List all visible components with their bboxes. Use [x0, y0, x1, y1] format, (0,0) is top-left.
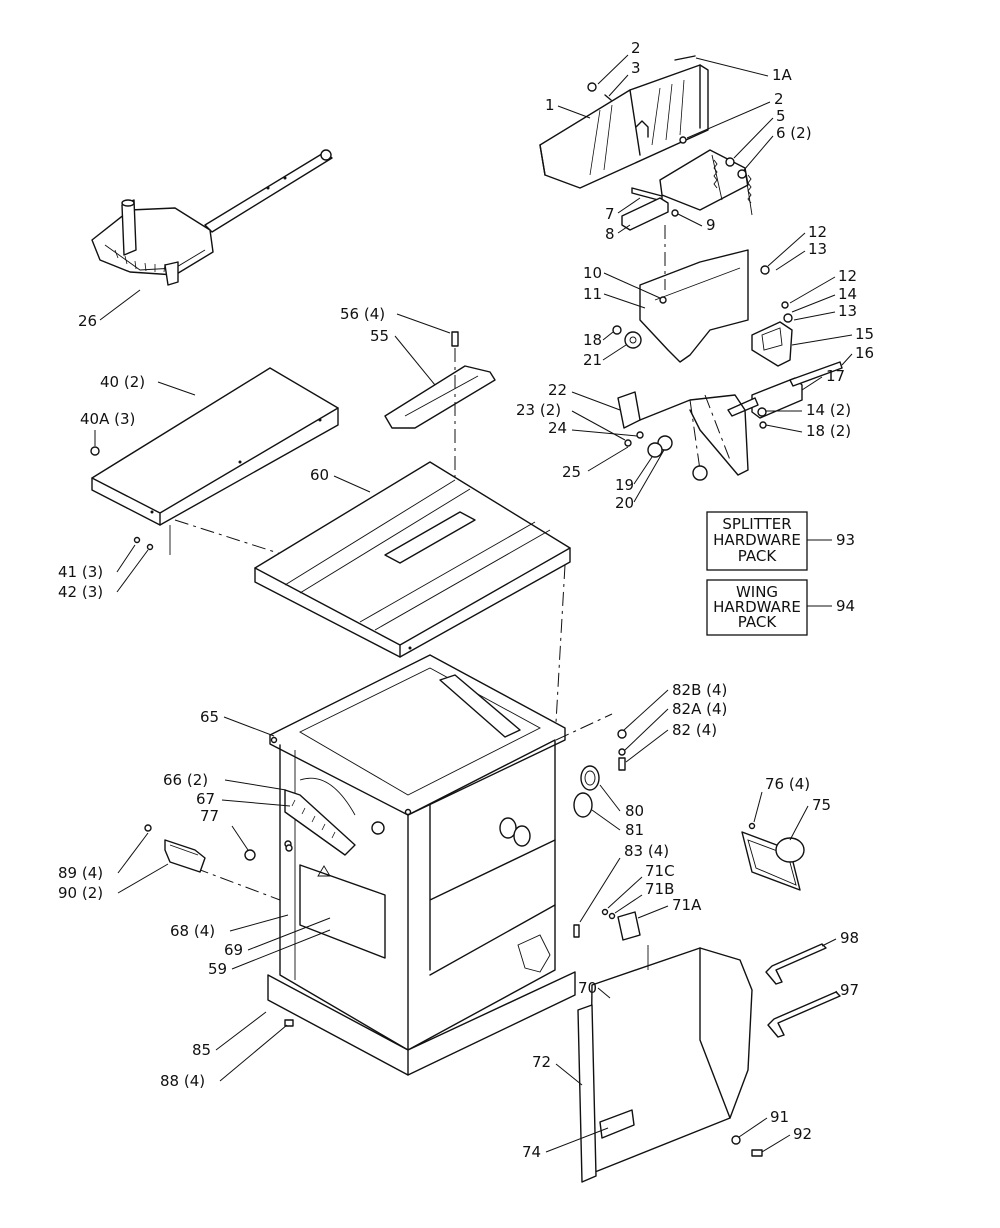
callout-12a: 12: [808, 223, 827, 241]
callouts: 2 3 1A 1 2 5 6 (2) 7 8 9 10 11 12 13 12 …: [58, 39, 874, 1161]
callout-71C: 71C: [645, 862, 675, 880]
callout-80: 80: [625, 802, 644, 820]
callout-90: 90 (2): [58, 884, 103, 902]
callout-7: 7: [605, 205, 615, 223]
callout-71A: 71A: [672, 896, 702, 914]
callout-13b: 13: [838, 302, 857, 320]
splitter-pack-number: 93: [836, 531, 855, 549]
cabinet-drawing: [194, 654, 613, 1076]
callout-25: 25: [562, 463, 581, 481]
wing-pack-line-1: WING: [736, 583, 778, 601]
callout-6: 6 (2): [776, 124, 812, 142]
callout-17: 17: [826, 367, 845, 385]
callout-81: 81: [625, 821, 644, 839]
callout-18a: 18: [583, 331, 602, 349]
callout-13a: 13: [808, 240, 827, 258]
callout-9: 9: [706, 216, 716, 234]
splitter-pack-line-3: PACK: [738, 547, 778, 565]
callout-24: 24: [548, 419, 567, 437]
splitter-pack-line-2: HARDWARE: [713, 531, 801, 549]
splitter-hardware-pack: SPLITTER HARDWARE PACK 93: [706, 511, 855, 571]
callout-1A: 1A: [772, 66, 793, 84]
splitter-pack-line-1: SPLITTER: [722, 515, 791, 533]
callout-82B: 82B (4): [672, 681, 727, 699]
callout-97: 97: [840, 981, 859, 999]
callout-60: 60: [310, 466, 329, 484]
callout-15: 15: [855, 325, 874, 343]
callout-91: 91: [770, 1108, 789, 1126]
callout-66: 66 (2): [163, 771, 208, 789]
blade-guard-drawing: [539, 55, 843, 481]
callout-40A: 40A (3): [80, 410, 135, 428]
callout-55: 55: [370, 327, 389, 345]
callout-69: 69: [224, 941, 243, 959]
callout-75: 75: [812, 796, 831, 814]
callout-68: 68 (4): [170, 922, 215, 940]
callout-11: 11: [583, 285, 602, 303]
dust-port-drawing: [741, 822, 805, 891]
callout-56: 56 (4): [340, 305, 385, 323]
callout-83: 83 (4): [624, 842, 669, 860]
callout-14b: 14 (2): [806, 401, 851, 419]
callout-98: 98: [840, 929, 859, 947]
callout-76: 76 (4): [765, 775, 810, 793]
callout-71B: 71B: [645, 880, 674, 898]
callout-72: 72: [532, 1053, 551, 1071]
wing-pack-line-2: HARDWARE: [713, 598, 801, 616]
callout-19: 19: [615, 476, 634, 494]
callout-59: 59: [208, 960, 227, 978]
callout-2: 2: [631, 39, 641, 57]
callout-23: 23 (2): [516, 401, 561, 419]
callout-70: 70: [578, 979, 597, 997]
callout-77: 77: [200, 807, 219, 825]
callout-3: 3: [631, 59, 641, 77]
hex-wrench-drawing: [765, 943, 841, 1038]
callout-82: 82 (4): [672, 721, 717, 739]
callout-26: 26: [78, 312, 97, 330]
callout-12b: 12: [838, 267, 857, 285]
wing-pack-number: 94: [836, 597, 855, 615]
callout-1: 1: [545, 96, 555, 114]
callout-20: 20: [615, 494, 634, 512]
miter-gauge-drawing: [91, 149, 333, 286]
callout-41: 41 (3): [58, 563, 103, 581]
callout-74: 74: [522, 1143, 541, 1161]
callout-89: 89 (4): [58, 864, 103, 882]
callout-18b: 18 (2): [806, 422, 851, 440]
callout-5: 5: [776, 107, 786, 125]
callout-40: 40 (2): [100, 373, 145, 391]
callout-42: 42 (3): [58, 583, 103, 601]
callout-22: 22: [548, 381, 567, 399]
callout-85: 85: [192, 1041, 211, 1059]
callout-65: 65: [200, 708, 219, 726]
callout-16: 16: [855, 344, 874, 362]
extension-wing-drawing: [90, 367, 339, 561]
callout-92: 92: [793, 1125, 812, 1143]
wing-pack-line-3: PACK: [738, 613, 778, 631]
cabinet-hardware-drawing: [517, 729, 627, 973]
motor-cover-drawing: [577, 908, 763, 1183]
callout-21: 21: [583, 351, 602, 369]
cord-wrap-drawing: [144, 824, 293, 873]
callout-67: 67: [196, 790, 215, 808]
callout-82A: 82A (4): [672, 700, 727, 718]
table-top-drawing: [254, 461, 571, 741]
callout-8: 8: [605, 225, 615, 243]
wing-hardware-pack: WING HARDWARE PACK 94: [706, 579, 855, 636]
callout-88: 88 (4): [160, 1072, 205, 1090]
callout-2b: 2: [774, 90, 784, 108]
callout-10: 10: [583, 264, 602, 282]
callout-14a: 14: [838, 285, 857, 303]
